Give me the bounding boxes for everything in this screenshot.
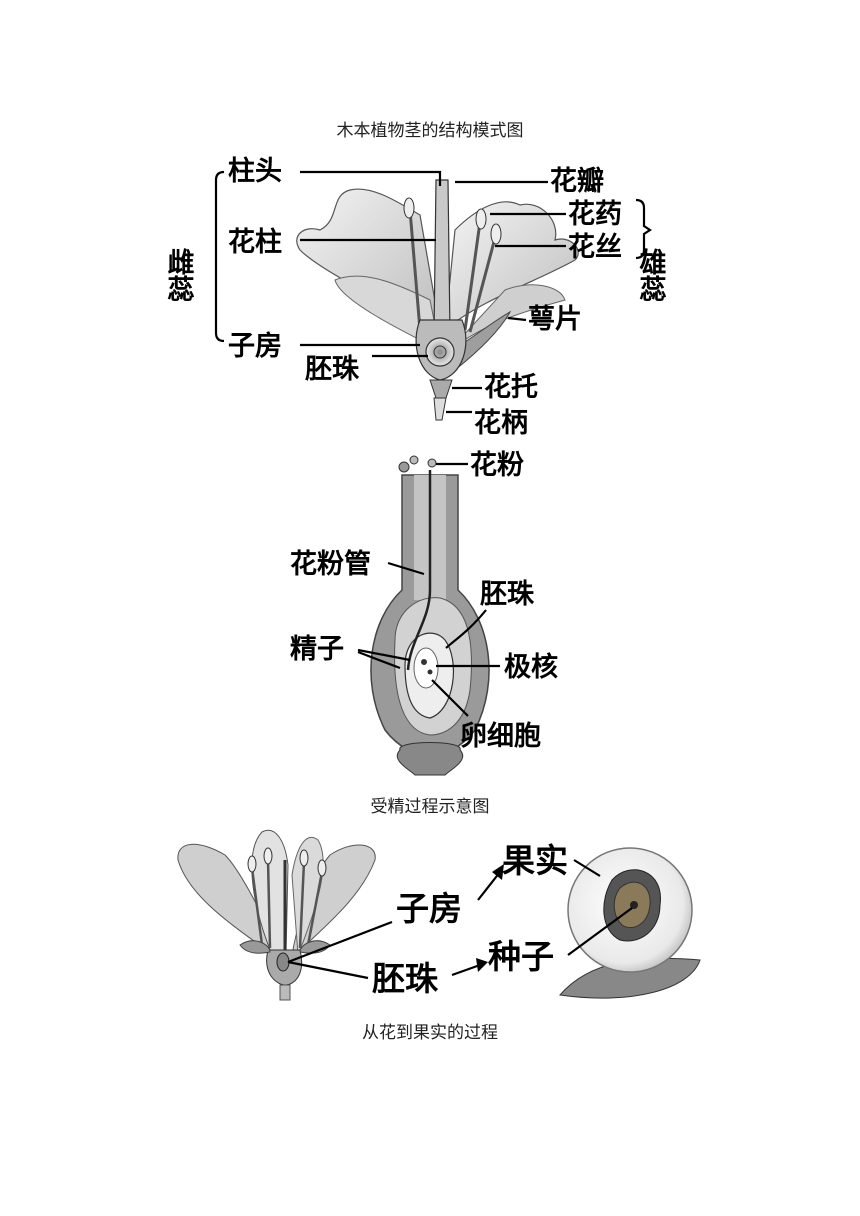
label-fruit: 果实 xyxy=(502,841,568,880)
label-style: 花柱 xyxy=(228,227,282,258)
label-pollen: 花粉 xyxy=(470,450,524,481)
label-egg-cell: 卵细胞 xyxy=(460,720,541,752)
caption-flower-to-fruit: 从花到果实的过程 xyxy=(362,1023,498,1043)
label-ovary: 子房 xyxy=(396,889,462,928)
label-polar-nuclei: 极核 xyxy=(504,651,558,683)
label-ovule: 胚珠 xyxy=(480,579,535,610)
flower-structure-diagram: 雌蕊 柱头 花柱 子房 胚珠 花瓣 花药 花丝 雄蕊 萼片 花托 花柄 xyxy=(163,156,668,439)
label-ovary: 子房 xyxy=(228,331,282,362)
label-seed: 种子 xyxy=(488,937,554,976)
label-pedicel: 花柄 xyxy=(474,408,528,439)
label-sepal: 萼片 xyxy=(528,304,582,335)
label-sperm: 精子 xyxy=(290,634,344,665)
pollen-grain xyxy=(398,461,410,473)
caption-flower-structure: 木本植物茎的结构模式图 xyxy=(336,121,524,141)
flower-to-fruit-diagram: 果实 子房 种子 胚珠 xyxy=(177,829,701,1001)
ovule-shape xyxy=(425,337,455,367)
seed-shape xyxy=(630,901,638,909)
label-stamen: 雄蕊 xyxy=(635,248,668,302)
label-ovule: 胚珠 xyxy=(372,959,439,998)
fruit-illustration xyxy=(559,847,701,999)
label-ovule: 胚珠 xyxy=(305,354,360,385)
label-anther: 花药 xyxy=(568,199,622,230)
label-stigma: 柱头 xyxy=(228,156,282,187)
arrow-ovary-to-fruit xyxy=(477,871,501,901)
label-receptacle: 花托 xyxy=(484,372,538,403)
label-pollen-tube: 花粉管 xyxy=(290,549,371,580)
label-petal: 花瓣 xyxy=(550,166,604,197)
fertilization-diagram: 花粉 花粉管 胚珠 精子 极核 卵细胞 xyxy=(290,450,558,776)
arrow-ovule-to-seed xyxy=(451,963,481,977)
label-filament: 花丝 xyxy=(568,232,622,263)
label-pistil-char1: 雌蕊 xyxy=(163,247,195,302)
caption-fertilization: 受精过程示意图 xyxy=(370,797,490,817)
flower-illustration xyxy=(177,829,376,1001)
